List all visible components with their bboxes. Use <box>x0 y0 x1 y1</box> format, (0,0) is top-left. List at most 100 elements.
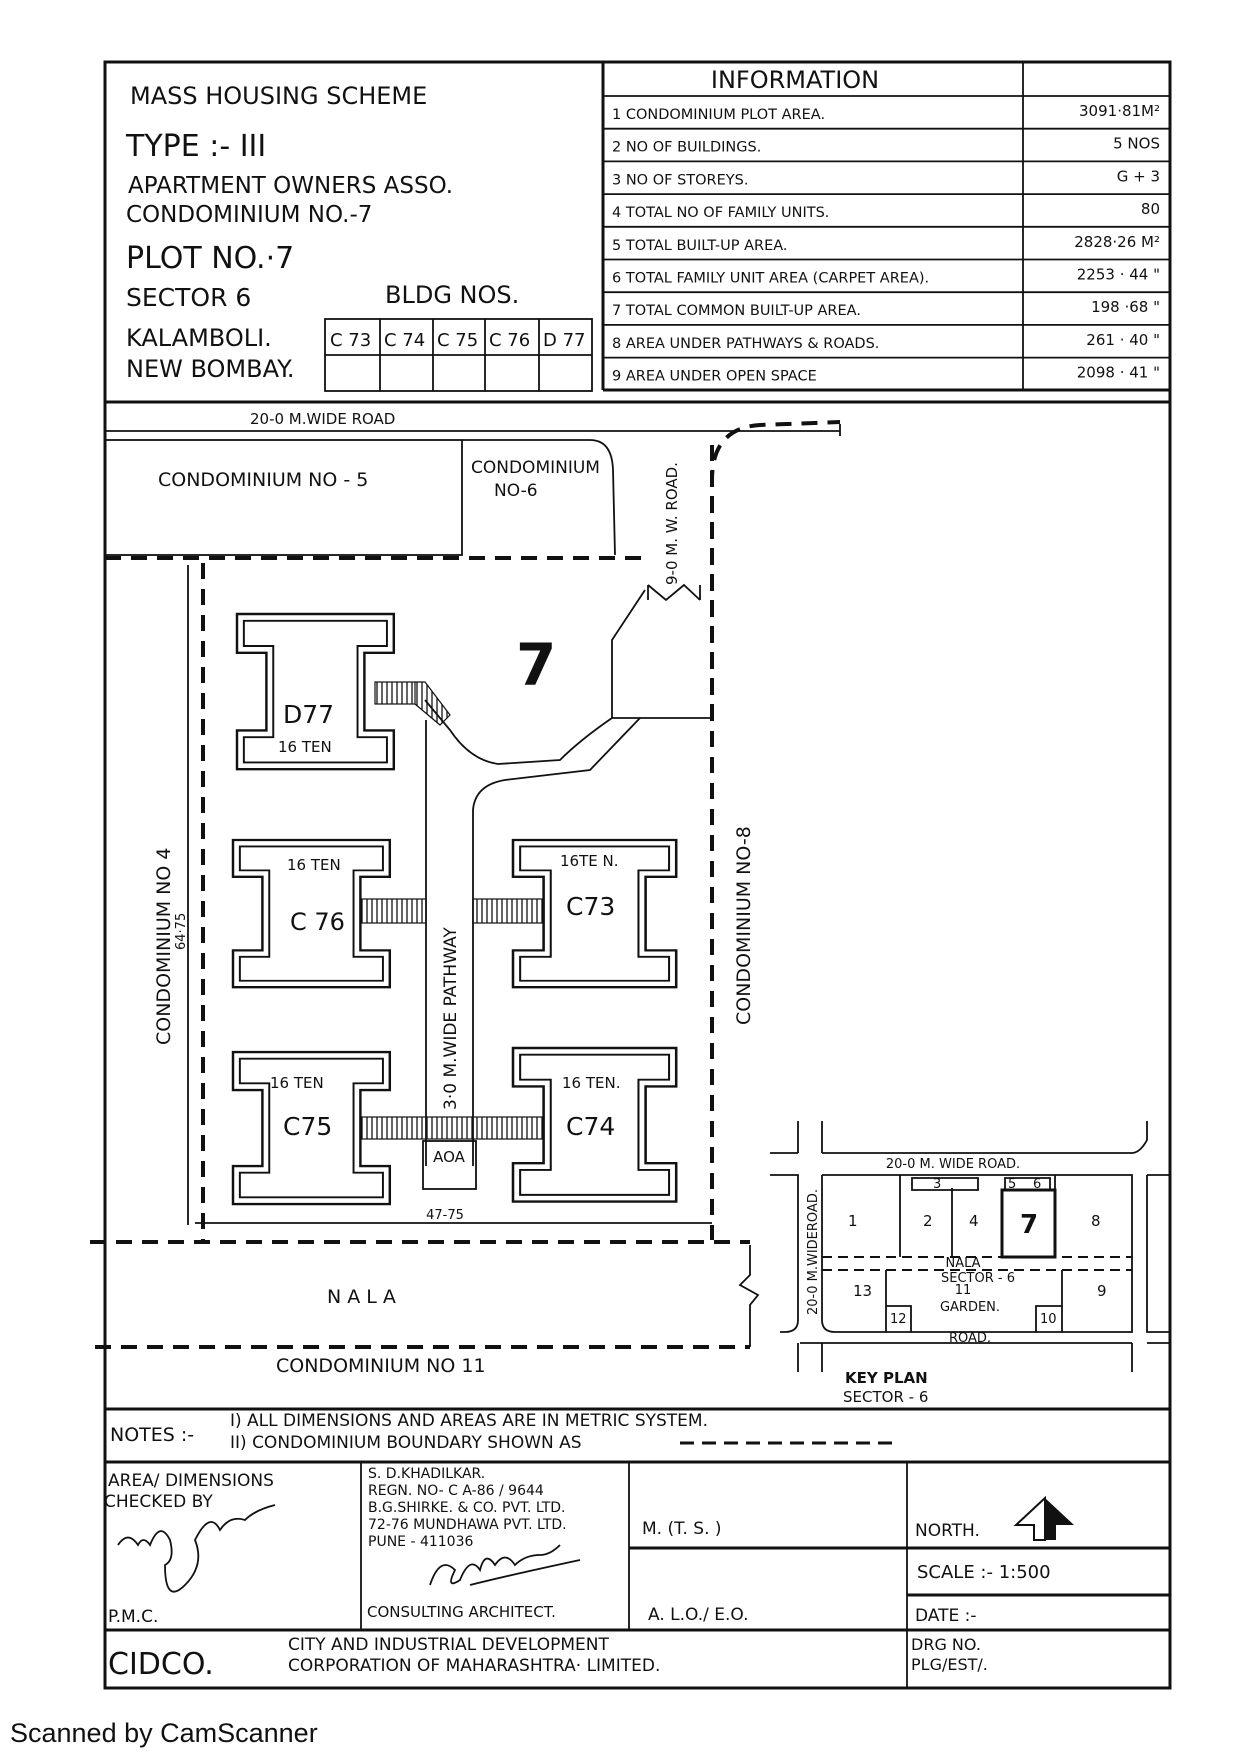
building-name: C 76 <box>290 908 345 936</box>
building-name: C75 <box>283 1112 332 1141</box>
dimension-length: 64·75 <box>174 913 189 950</box>
checked-label-1: AREA/ DIMENSIONS <box>108 1471 274 1491</box>
key-plan-title: KEY PLAN <box>845 1369 928 1387</box>
information-table: INFORMATION 1 CONDOMINIUM PLOT AREA.3091… <box>105 62 1170 404</box>
key-plan: 20-0 M. WIDE ROAD. 20-0 M.WIDEROAD. ROAD… <box>770 1121 1170 1406</box>
key-plot-label: 5 <box>1008 1177 1016 1192</box>
aoa-building <box>422 1140 477 1190</box>
plot-boundary <box>90 445 750 1244</box>
bldg-cell: C 74 <box>384 330 425 351</box>
building-c74: 16 TEN. C74 <box>511 1046 678 1203</box>
plot-number: 7 <box>516 631 556 699</box>
condominium-6-plot <box>462 439 616 556</box>
condominium-5-label: CONDOMINIUM NO - 5 <box>158 469 368 491</box>
key-plot-label: 2 <box>923 1212 933 1230</box>
north-arrow-icon <box>1013 1495 1046 1541</box>
building-c75: 16 TEN C75 <box>231 1050 392 1206</box>
key-plot-label: 13 <box>853 1282 872 1300</box>
key-plot-label: 6 <box>1033 1177 1041 1192</box>
mts-label: M. (T. S. ) <box>642 1519 722 1539</box>
info-row-value: 2828·26 M² <box>1074 233 1160 251</box>
condominium-label: CONDOMINIUM NO.-7 <box>126 202 372 228</box>
building-units: 16TE N. <box>560 852 618 870</box>
architect-line: REGN. NO- C A-86 / 9644 <box>368 1483 544 1499</box>
bldg-cell: D 77 <box>543 330 586 351</box>
dimension-width: 47-75 <box>426 1208 464 1223</box>
drawing-number-value: PLG/EST/. <box>911 1655 988 1674</box>
architect-role: CONSULTING ARCHITECT. <box>367 1603 556 1621</box>
info-row-label: 3 NO OF STOREYS. <box>612 172 748 188</box>
info-row-label: 7 TOTAL COMMON BUILT-UP AREA. <box>612 303 861 319</box>
key-plan-garden-no: 11 <box>955 1283 972 1298</box>
header-title-block: MASS HOUSING SCHEME TYPE :- III APARTMEN… <box>125 82 593 392</box>
sector-label: SECTOR 6 <box>126 283 251 312</box>
key-plot-7-label: 7 <box>1020 1210 1038 1240</box>
building-units: 16 TEN. <box>562 1074 620 1092</box>
info-row-label: 4 TOTAL NO OF FAMILY UNITS. <box>612 205 829 221</box>
checker-signature <box>117 1504 276 1593</box>
key-plot-label: 1 <box>848 1212 858 1230</box>
pmc-label: P.M.C. <box>108 1607 158 1627</box>
key-plot-label: 9 <box>1097 1282 1107 1300</box>
info-row-value: 2253 · 44 " <box>1077 266 1160 284</box>
checked-label-2: CHECKED BY <box>104 1492 213 1512</box>
info-row-label: 1 CONDOMINIUM PLOT AREA. <box>612 107 825 123</box>
bldg-nos-label: BLDG NOS. <box>385 281 519 309</box>
scheme-title: MASS HOUSING SCHEME <box>130 82 427 110</box>
side-road-edge <box>710 420 841 720</box>
architect-line: PUNE - 411036 <box>368 1534 473 1550</box>
info-row-value: 80 <box>1141 200 1160 218</box>
type-label: TYPE :- III <box>125 129 266 164</box>
condominium-6-label-2: NO-6 <box>494 481 538 501</box>
condominium-5-plot <box>104 439 463 556</box>
key-plot-label: 10 <box>1040 1312 1057 1327</box>
building-name: C73 <box>566 892 615 921</box>
architect-line: 72-76 MUNDHAWA PVT. LTD. <box>368 1517 567 1533</box>
key-plan-garden: GARDEN. <box>940 1300 1000 1315</box>
date-label: DATE :- <box>915 1606 977 1626</box>
key-plot-label: 4 <box>969 1212 979 1230</box>
drawing-frame <box>103 60 1172 1690</box>
building-c76: 16 TEN C 76 <box>231 838 392 989</box>
condominium-6-label-1: CONDOMINIUM <box>471 458 600 478</box>
scale-label: SCALE :- 1:500 <box>917 1562 1051 1583</box>
building-d77: D77 16 TEN <box>235 612 396 771</box>
place-line-2: NEW BOMBAY. <box>126 355 295 383</box>
building-units: 16 TEN <box>278 738 332 756</box>
condominium-4-label: CONDOMINIUM NO 4 <box>153 848 175 1045</box>
info-row-value: 198 ·68 " <box>1091 298 1160 316</box>
nala-label: N A L A <box>327 1286 396 1308</box>
scanner-watermark: Scanned by CamScanner <box>10 1718 318 1748</box>
org-full-name-2: CORPORATION OF MAHARASHTRA· LIMITED. <box>288 1656 660 1676</box>
org-full-name-1: CITY AND INDUSTRIAL DEVELOPMENT <box>288 1635 609 1655</box>
info-row-label: 2 NO OF BUILDINGS. <box>612 140 761 156</box>
key-plan-bottom-road: ROAD. <box>949 1331 991 1346</box>
top-road-label: 20-0 M.WIDE ROAD <box>250 410 395 428</box>
building-name: C74 <box>566 1112 615 1141</box>
building-c73: 16TE N. C73 <box>511 838 678 989</box>
info-row-value: 2098 · 41 " <box>1077 364 1160 382</box>
bldg-cell: C 75 <box>437 330 478 351</box>
plot-label: PLOT NO.·7 <box>126 241 294 276</box>
key-plot-label: 3 <box>933 1177 941 1192</box>
alo-eo-label: A. L.O./ E.O. <box>648 1605 748 1625</box>
key-plan-sector: SECTOR - 6 <box>941 1271 1015 1286</box>
key-plan-top-road: 20-0 M. WIDE ROAD. <box>886 1157 1020 1172</box>
info-row-label: 8 AREA UNDER PATHWAYS & ROADS. <box>612 336 879 352</box>
info-row-value: G + 3 <box>1117 167 1160 185</box>
aoa-label: AOA <box>433 1148 466 1166</box>
info-row-value: 3091·81M² <box>1079 102 1160 120</box>
info-row-value: 261 · 40 " <box>1086 331 1160 349</box>
architect-signature <box>429 1544 581 1586</box>
key-plan-subtitle: SECTOR - 6 <box>843 1388 928 1406</box>
key-plan-left-road: 20-0 M.WIDEROAD. <box>806 1189 821 1315</box>
architect-line: B.G.SHIRKE. & CO. PVT. LTD. <box>368 1500 566 1516</box>
key-plan-nala: NALA <box>945 1256 980 1271</box>
side-road-label: 9-0 M. W. ROAD. <box>663 462 681 585</box>
north-label: NORTH. <box>915 1521 980 1541</box>
building-name: D77 <box>283 700 334 729</box>
info-row-label: 5 TOTAL BUILT-UP AREA. <box>612 238 788 254</box>
building-units: 16 TEN <box>270 1074 324 1092</box>
info-row-label: 6 TOTAL FAMILY UNIT AREA (CARPET AREA). <box>612 271 929 287</box>
condominium-11-label: CONDOMINIUM NO 11 <box>276 1355 486 1377</box>
